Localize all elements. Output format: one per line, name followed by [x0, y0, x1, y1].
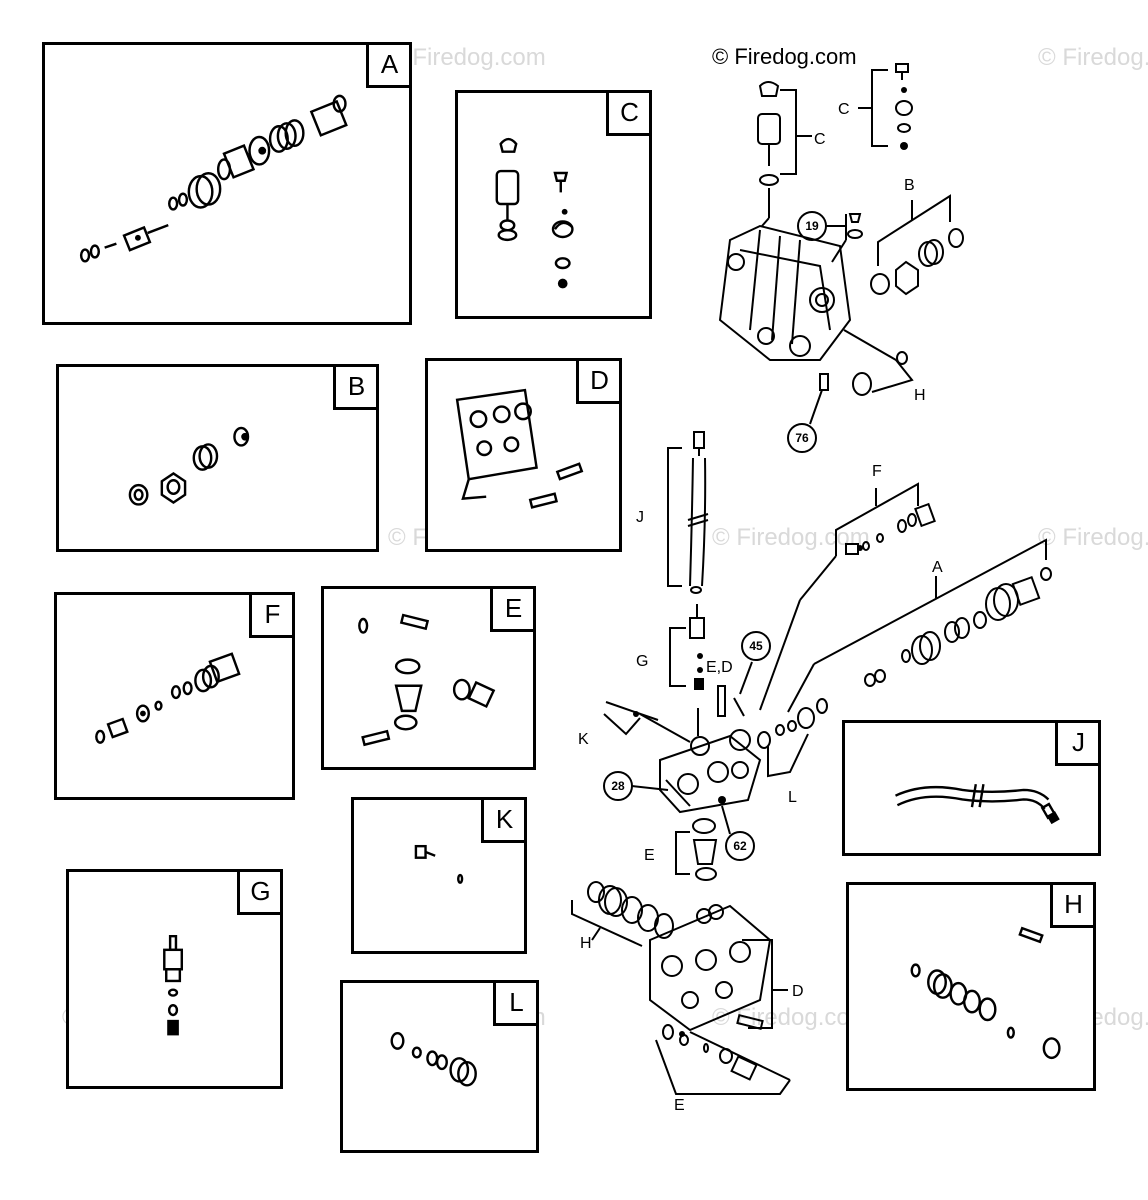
inset-drawing-g	[163, 935, 184, 1036]
callout-e-d: E,D	[706, 659, 733, 676]
part-number-19: 19	[805, 219, 819, 233]
inset-drawing-l	[390, 1031, 477, 1087]
inset-drawing-d	[455, 388, 584, 509]
inset-label-h: H	[1050, 885, 1093, 928]
inset-box-e: E	[321, 586, 536, 770]
inset-box-f: F	[54, 592, 295, 800]
inset-drawing-a	[79, 94, 348, 263]
inset-drawing-b	[128, 426, 250, 506]
part-number-45: 45	[749, 639, 763, 653]
inset-label-g: G	[237, 872, 280, 915]
callout-h: H	[914, 387, 926, 404]
callout-b: B	[904, 177, 915, 194]
inset-box-d: D	[425, 358, 622, 552]
inset-drawing-j	[895, 783, 1060, 825]
callout-c: C	[814, 131, 826, 148]
callout-e: E	[644, 847, 655, 864]
inset-label-k: K	[481, 800, 524, 843]
inset-drawing-h	[910, 926, 1061, 1060]
inset-drawing-k	[414, 844, 464, 884]
callout-e: E	[674, 1097, 685, 1114]
inset-label-c: C	[606, 93, 649, 136]
inset-label-e: E	[490, 589, 533, 632]
part-number-76: 76	[795, 431, 809, 445]
inset-box-g: G	[66, 869, 283, 1089]
inset-box-b: B	[56, 364, 379, 552]
part-number-28: 28	[611, 779, 625, 793]
callout-c: C	[838, 101, 850, 118]
callout-j: J	[636, 509, 644, 526]
copyright-text: © Firedog.com	[712, 44, 857, 69]
callout-a: A	[932, 559, 943, 576]
inset-box-a: A	[42, 42, 412, 325]
inset-drawing-f	[95, 652, 241, 744]
inset-label-d: D	[576, 361, 619, 404]
callout-h: H	[580, 935, 592, 952]
inset-box-h: H	[846, 882, 1096, 1091]
callout-k: K	[578, 731, 589, 748]
inset-box-k: K	[351, 797, 527, 954]
inset-label-l: L	[493, 983, 536, 1026]
callout-d: D	[792, 983, 804, 1000]
inset-label-j: J	[1055, 723, 1098, 766]
callout-f: F	[872, 463, 882, 480]
inset-box-j: J	[842, 720, 1101, 856]
callout-g: G	[636, 653, 648, 670]
inset-box-l: L	[340, 980, 539, 1153]
inset-label-f: F	[249, 595, 292, 638]
inset-label-a: A	[366, 45, 409, 88]
part-number-62: 62	[733, 839, 747, 853]
callout-l: L	[788, 789, 797, 806]
inset-drawing-c	[495, 137, 574, 289]
inset-label-b: B	[333, 367, 376, 410]
inset-drawing-e	[358, 613, 496, 747]
inset-box-c: C	[455, 90, 652, 319]
